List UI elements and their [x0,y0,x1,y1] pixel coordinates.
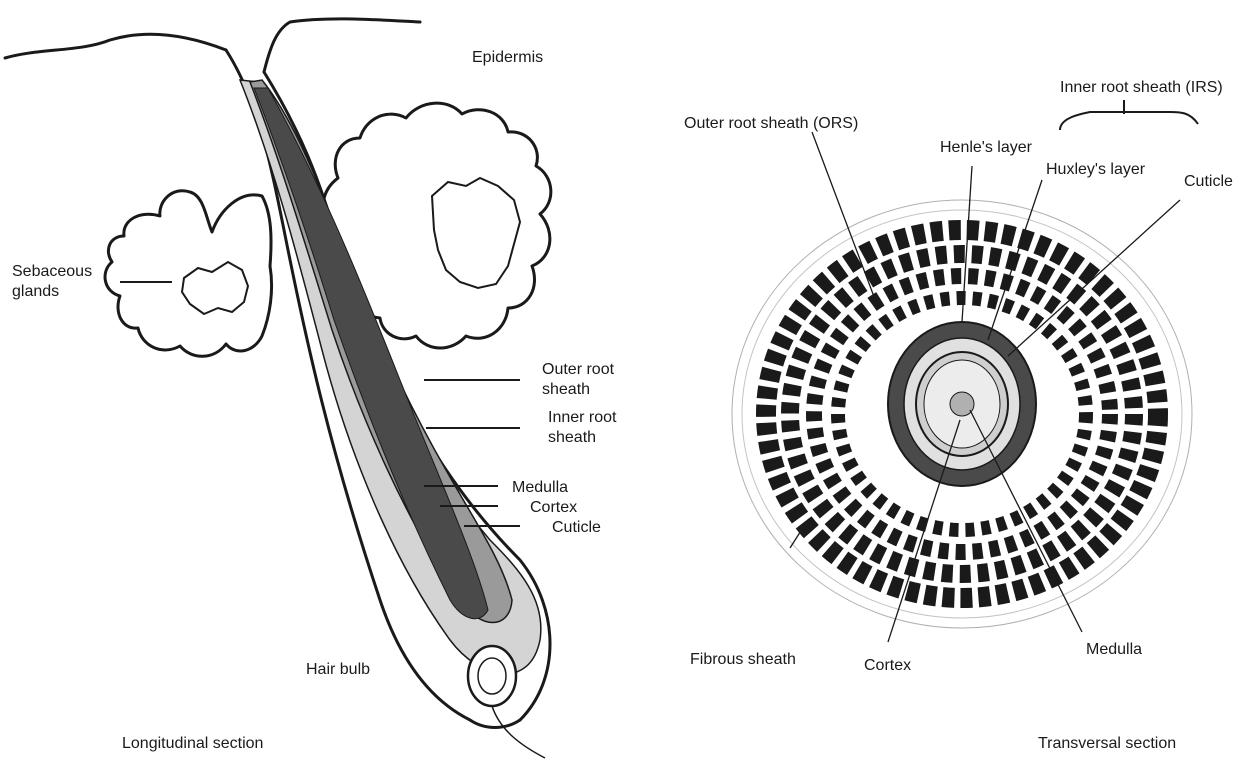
medulla-tr-label: Medulla [1086,640,1142,660]
medulla-band [254,88,488,619]
sebaceous-label-line1: Sebaceous [12,262,92,282]
epidermis-label: Epidermis [472,48,543,68]
outer-root-sheath-label: Outer root sheath [542,360,614,400]
henle-leader [962,166,972,322]
epidermis-surface-right [264,19,420,72]
ors-label-line2: sheath [542,380,614,400]
cuticle-long-label: Cuticle [552,518,601,538]
cortex-long-label: Cortex [530,498,577,518]
hair-bulb-base [470,720,520,728]
inner-root-sheath-label: Inner root sheath [548,408,616,448]
fibrous-sheath-label: Fibrous sheath [690,650,796,670]
sebaceous-glands-label: Sebaceous glands [12,262,92,302]
epidermis-surface-left [5,34,226,58]
irs-label-line1: Inner root [548,408,616,428]
ors-tr-label: Outer root sheath (ORS) [684,114,858,134]
irs-label-line2: sheath [548,428,616,448]
medulla-long-label: Medulla [512,478,568,498]
dermal-papilla [468,646,516,706]
sebaceous-label-line2: glands [12,282,92,302]
left-gland-outline [105,191,272,357]
medulla-core [950,392,974,416]
ors-label-line1: Outer root [542,360,614,380]
cuticle-tr-leader [1008,200,1180,356]
irs-tr-label: Inner root sheath (IRS) [1060,78,1223,98]
cortex-tr-label: Cortex [864,656,911,676]
left-gland-lobule [182,262,248,314]
transversal-caption: Transversal section [1038,734,1176,754]
irs-bracket [1060,112,1198,130]
transversal-section [732,200,1192,628]
huxley-label: Huxley's layer [1046,160,1145,180]
henle-label: Henle's layer [940,138,1032,158]
hair-root-tail [492,706,545,758]
longitudinal-caption: Longitudinal section [122,734,263,754]
right-gland-lobule [432,178,520,288]
hair-shaft-layers [240,80,545,758]
hair-bulb-label: Hair bulb [306,660,370,680]
cuticle-tr-label: Cuticle [1184,172,1233,192]
